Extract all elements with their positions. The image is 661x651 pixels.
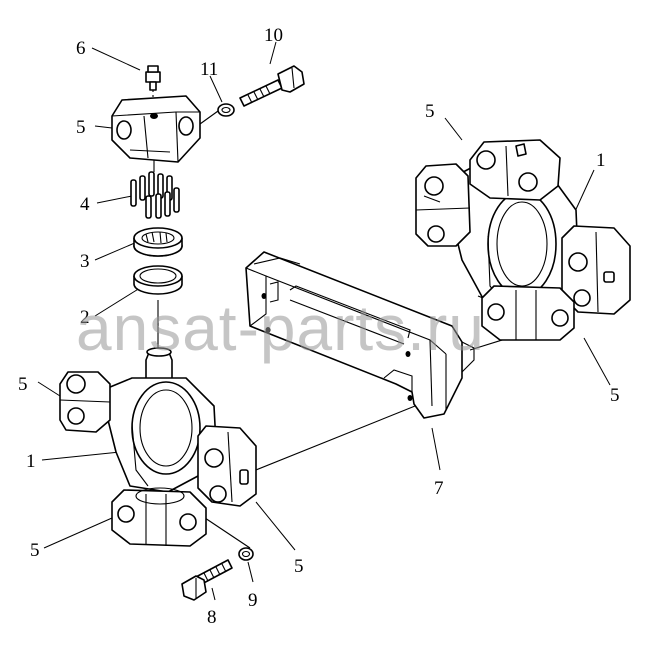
callout-1-right: 1	[596, 150, 606, 171]
housing-part-1-right	[415, 139, 631, 341]
bolt-part-10	[239, 65, 305, 107]
callout-4: 4	[80, 194, 90, 215]
callout-labels: 1 1 2 3 4 5 5 5 5 5 5 6 7 8 9 10 11	[18, 25, 620, 628]
cap-part-5-top	[111, 95, 201, 163]
callout-5-left-mid: 5	[18, 374, 28, 395]
washer-part-9	[238, 547, 254, 561]
callout-5-top: 5	[76, 117, 86, 138]
callout-8: 8	[207, 607, 217, 628]
bearing-part-3	[133, 227, 183, 257]
beam-part-7	[245, 251, 475, 419]
callout-11: 11	[200, 59, 218, 80]
callout-5-left-bottom: 5	[30, 540, 40, 561]
callout-5-bottom-mid: 5	[294, 556, 304, 577]
callout-6: 6	[76, 38, 86, 59]
callout-9: 9	[248, 590, 258, 611]
needle-rollers-part-4	[130, 171, 180, 219]
callout-5-right-top: 5	[425, 101, 435, 122]
callout-10: 10	[264, 25, 283, 46]
seal-part-2	[133, 265, 183, 295]
callout-3: 3	[80, 251, 90, 272]
bolt-part-8	[181, 559, 233, 601]
callout-1-left: 1	[26, 451, 36, 472]
watermark: ansat-parts.ru	[76, 292, 485, 364]
callout-7: 7	[434, 478, 444, 499]
housing-part-1-left	[59, 347, 257, 547]
callout-5-right-bottom: 5	[610, 385, 620, 406]
washer-part-11	[217, 103, 235, 117]
callout-2: 2	[80, 307, 90, 328]
